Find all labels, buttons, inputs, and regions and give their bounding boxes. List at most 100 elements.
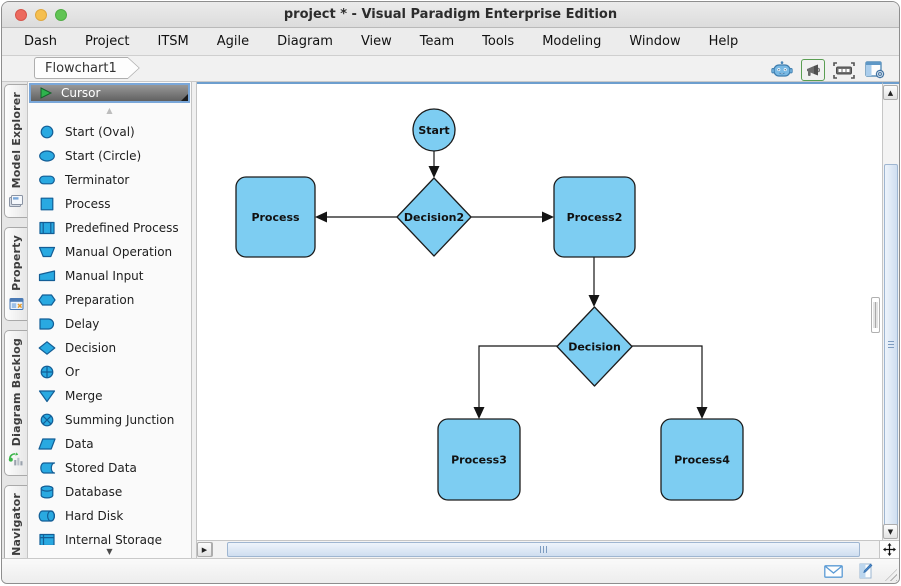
panel-layout-gear-icon[interactable] <box>863 59 887 81</box>
close-window-icon[interactable] <box>15 9 27 21</box>
horizontal-scroll-thumb[interactable] <box>227 542 860 557</box>
tab-flowchart1-label: Flowchart1 <box>45 60 117 76</box>
palette-scroll-up-icon[interactable]: ▲ <box>106 106 113 115</box>
or-shape-icon <box>37 365 56 379</box>
sidebar-tab-label: Model Explorer <box>9 92 23 189</box>
database-shape-icon <box>37 485 56 499</box>
menu-itsm[interactable]: ITSM <box>157 34 189 49</box>
property-icon <box>9 296 24 315</box>
sidebar-tab-diagram-backlog[interactable]: Diagram Backlog <box>4 330 27 477</box>
ai-robot-icon[interactable] <box>770 59 794 81</box>
start-circle-shape-icon <box>37 149 56 163</box>
canvas-node-label: Decision <box>568 341 621 354</box>
menu-diagram[interactable]: Diagram <box>277 34 333 49</box>
canvas-node-process4[interactable]: Process4 <box>660 418 744 501</box>
palette-item-data[interactable]: Data <box>28 432 191 456</box>
palette-item-stored-data[interactable]: Stored Data <box>28 456 191 480</box>
canvas-edge-process2-to-decision[interactable] <box>588 257 600 307</box>
menu-window[interactable]: Window <box>629 34 681 49</box>
model-explorer-icon <box>8 193 24 212</box>
sidebar-tab-model-explorer[interactable]: Model Explorer <box>4 84 27 219</box>
resize-grip[interactable] <box>885 569 897 581</box>
sidebar-tab-label: Navigator <box>9 493 23 557</box>
palette-cursor-tool[interactable]: Cursor <box>29 83 190 103</box>
palette-item-label: Start (Oval) <box>65 125 135 139</box>
internal-storage-shape-icon <box>37 533 56 545</box>
menu-view[interactable]: View <box>360 34 392 49</box>
palette-item-label: Manual Operation <box>65 245 173 259</box>
palette-item-summing-junction[interactable]: Summing Junction <box>28 408 191 432</box>
palette-item-label: Data <box>65 437 94 451</box>
palette-item-or[interactable]: Or <box>28 360 191 384</box>
pan-tool-button[interactable] <box>879 541 899 558</box>
scroll-up-button[interactable]: ▲ <box>883 85 898 100</box>
delay-shape-icon <box>37 317 56 331</box>
summing-junction-shape-icon <box>37 413 56 427</box>
minimize-window-icon[interactable] <box>35 9 47 21</box>
canvas-node-start[interactable]: Start <box>412 108 456 152</box>
palette-scroll-down-icon[interactable]: ▼ <box>106 547 113 556</box>
palette-canvas-splitter[interactable] <box>192 82 197 558</box>
palette-cursor-label: Cursor <box>61 86 101 100</box>
canvas-node-decision2[interactable]: Decision2 <box>396 177 472 257</box>
canvas-node-process2[interactable]: Process2 <box>553 176 636 258</box>
merge-shape-icon <box>37 389 56 403</box>
vertical-scrollbar[interactable]: ▲ ▼ <box>882 82 899 540</box>
palette-item-merge[interactable]: Merge <box>28 384 191 408</box>
announcement-megaphone-icon[interactable] <box>801 59 825 81</box>
canvas-node-label: Start <box>418 124 449 137</box>
sidebar-tab-navigator[interactable]: Navigator <box>4 485 27 558</box>
panel-collapse-grip[interactable] <box>871 297 880 333</box>
palette-item-internal-storage[interactable]: Internal Storage <box>28 528 191 545</box>
canvas-edge-start-to-decision2[interactable] <box>428 151 440 178</box>
palette-item-start-oval[interactable]: Start (Oval) <box>28 120 191 144</box>
cursor-corner-expander <box>181 94 188 101</box>
menu-modeling[interactable]: Modeling <box>542 34 602 49</box>
storyboard-marquee-icon[interactable] <box>832 59 856 81</box>
canvas-edge-decision-to-process3[interactable] <box>473 345 558 419</box>
canvas-node-process3[interactable]: Process3 <box>437 418 521 501</box>
menu-dash[interactable]: Dash <box>24 34 57 49</box>
canvas-node-process[interactable]: Process <box>235 176 316 258</box>
canvas-node-label: Process <box>251 211 300 224</box>
canvas-edge-decision2-to-process[interactable] <box>315 211 397 223</box>
cursor-icon <box>39 87 53 99</box>
palette-item-database[interactable]: Database <box>28 480 191 504</box>
menu-agile[interactable]: Agile <box>216 34 250 49</box>
menu-team[interactable]: Team <box>419 34 455 49</box>
zoom-window-icon[interactable] <box>55 9 67 21</box>
sidebar-tab-property[interactable]: Property <box>4 227 27 322</box>
palette-item-process[interactable]: Process <box>28 192 191 216</box>
canvas-node-label: Process3 <box>451 454 507 467</box>
process-shape-icon <box>37 197 56 211</box>
titlebar: project * - Visual Paradigm Enterprise E… <box>2 2 899 28</box>
report-pencil-icon[interactable] <box>859 563 873 579</box>
palette-item-delay[interactable]: Delay <box>28 312 191 336</box>
menu-help[interactable]: Help <box>708 34 739 49</box>
manual-input-shape-icon <box>37 269 56 283</box>
tab-flowchart1[interactable]: Flowchart1 <box>34 57 140 79</box>
mail-envelope-icon[interactable] <box>824 564 843 578</box>
palette-item-preparation[interactable]: Preparation <box>28 288 191 312</box>
palette-item-predefined-process[interactable]: Predefined Process <box>28 216 191 240</box>
menu-project[interactable]: Project <box>85 34 130 49</box>
horizontal-scrollbar[interactable]: ◀ ▶ <box>197 541 879 558</box>
palette-item-hard-disk[interactable]: Hard Disk <box>28 504 191 528</box>
menu-tools[interactable]: Tools <box>482 34 515 49</box>
scroll-down-button[interactable]: ▼ <box>883 524 898 539</box>
scroll-right-button[interactable]: ▶ <box>197 542 212 557</box>
palette-item-decision[interactable]: Decision <box>28 336 191 360</box>
palette-item-manual-operation[interactable]: Manual Operation <box>28 240 191 264</box>
palette-item-start-circle[interactable]: Start (Circle) <box>28 144 191 168</box>
canvas-node-decision[interactable]: Decision <box>556 306 633 387</box>
canvas-edge-decision2-to-process2[interactable] <box>471 211 554 223</box>
canvas-node-label: Process4 <box>674 454 730 467</box>
palette-item-terminator[interactable]: Terminator <box>28 168 191 192</box>
palette-item-manual-input[interactable]: Manual Input <box>28 264 191 288</box>
vertical-scroll-thumb[interactable] <box>884 164 898 526</box>
canvas-edge-decision-to-process4[interactable] <box>632 345 708 419</box>
